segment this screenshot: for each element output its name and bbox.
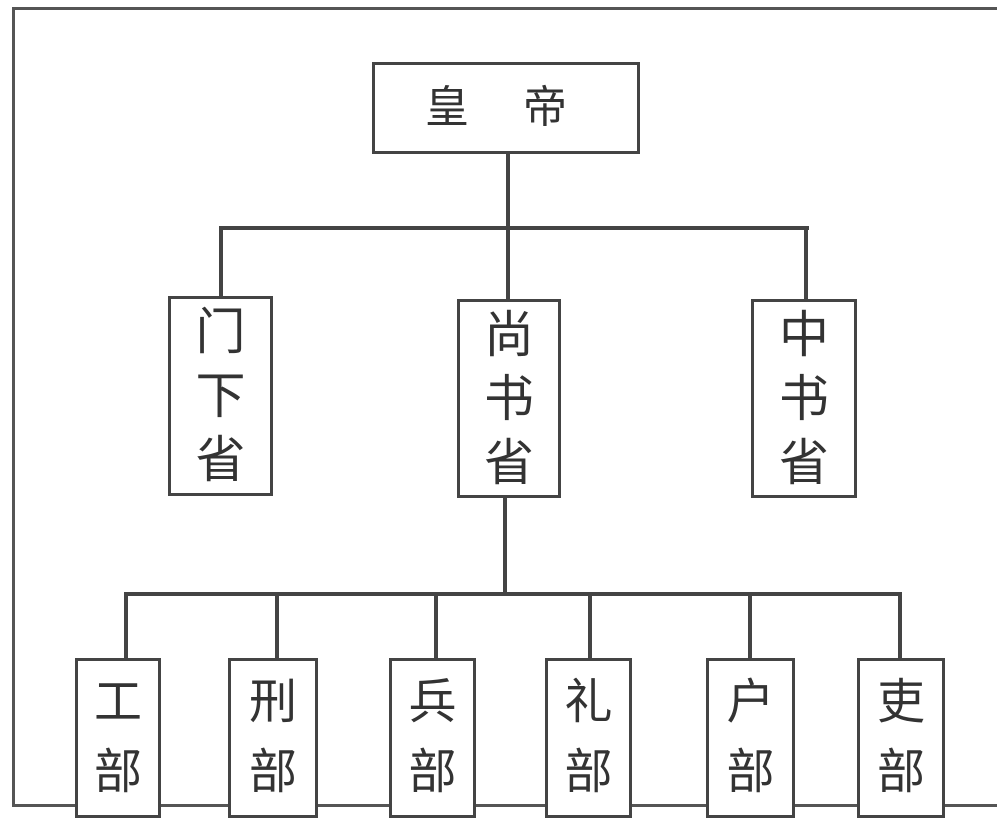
node-ministry-personnel: 吏 部 (857, 658, 945, 818)
char: 礼 (564, 674, 613, 730)
node-label: 皇 帝 (425, 82, 587, 133)
char: 户 (726, 674, 775, 730)
connector (588, 592, 592, 660)
char: 门 (195, 303, 246, 361)
char: 部 (564, 744, 613, 800)
char: 兵 (408, 674, 457, 730)
char: 刑 (248, 674, 297, 730)
connector (748, 592, 752, 660)
connector (898, 592, 902, 660)
char: 部 (876, 744, 925, 800)
connector (275, 592, 279, 660)
node-ministry-war: 兵 部 (389, 658, 476, 818)
connector (124, 592, 902, 596)
char: 部 (93, 744, 142, 800)
node-ministry-works: 工 部 (75, 658, 161, 818)
connector (804, 226, 808, 301)
node-menxia-province: 门 下 省 (168, 296, 273, 496)
char: 书 (779, 369, 829, 428)
char: 部 (726, 744, 775, 800)
connector (434, 592, 438, 660)
char: 尚 (484, 305, 534, 364)
char: 书 (484, 369, 534, 428)
char: 部 (248, 744, 297, 800)
char: 省 (779, 433, 829, 492)
char: 省 (195, 431, 246, 489)
char: 部 (408, 744, 457, 800)
char: 工 (93, 674, 142, 730)
node-emperor: 皇 帝 (372, 62, 640, 154)
connector (219, 226, 223, 298)
connector (503, 497, 507, 593)
char: 下 (195, 367, 246, 425)
connector (124, 592, 128, 660)
connector (219, 226, 809, 230)
char: 吏 (876, 674, 925, 730)
node-zhongshu-province: 中 书 省 (751, 299, 857, 498)
node-shangshu-province: 尚 书 省 (457, 299, 561, 498)
node-ministry-rites: 礼 部 (545, 658, 632, 818)
char: 中 (779, 305, 829, 364)
node-ministry-justice: 刑 部 (228, 658, 318, 818)
char: 省 (484, 433, 534, 492)
node-ministry-revenue: 户 部 (706, 658, 795, 818)
